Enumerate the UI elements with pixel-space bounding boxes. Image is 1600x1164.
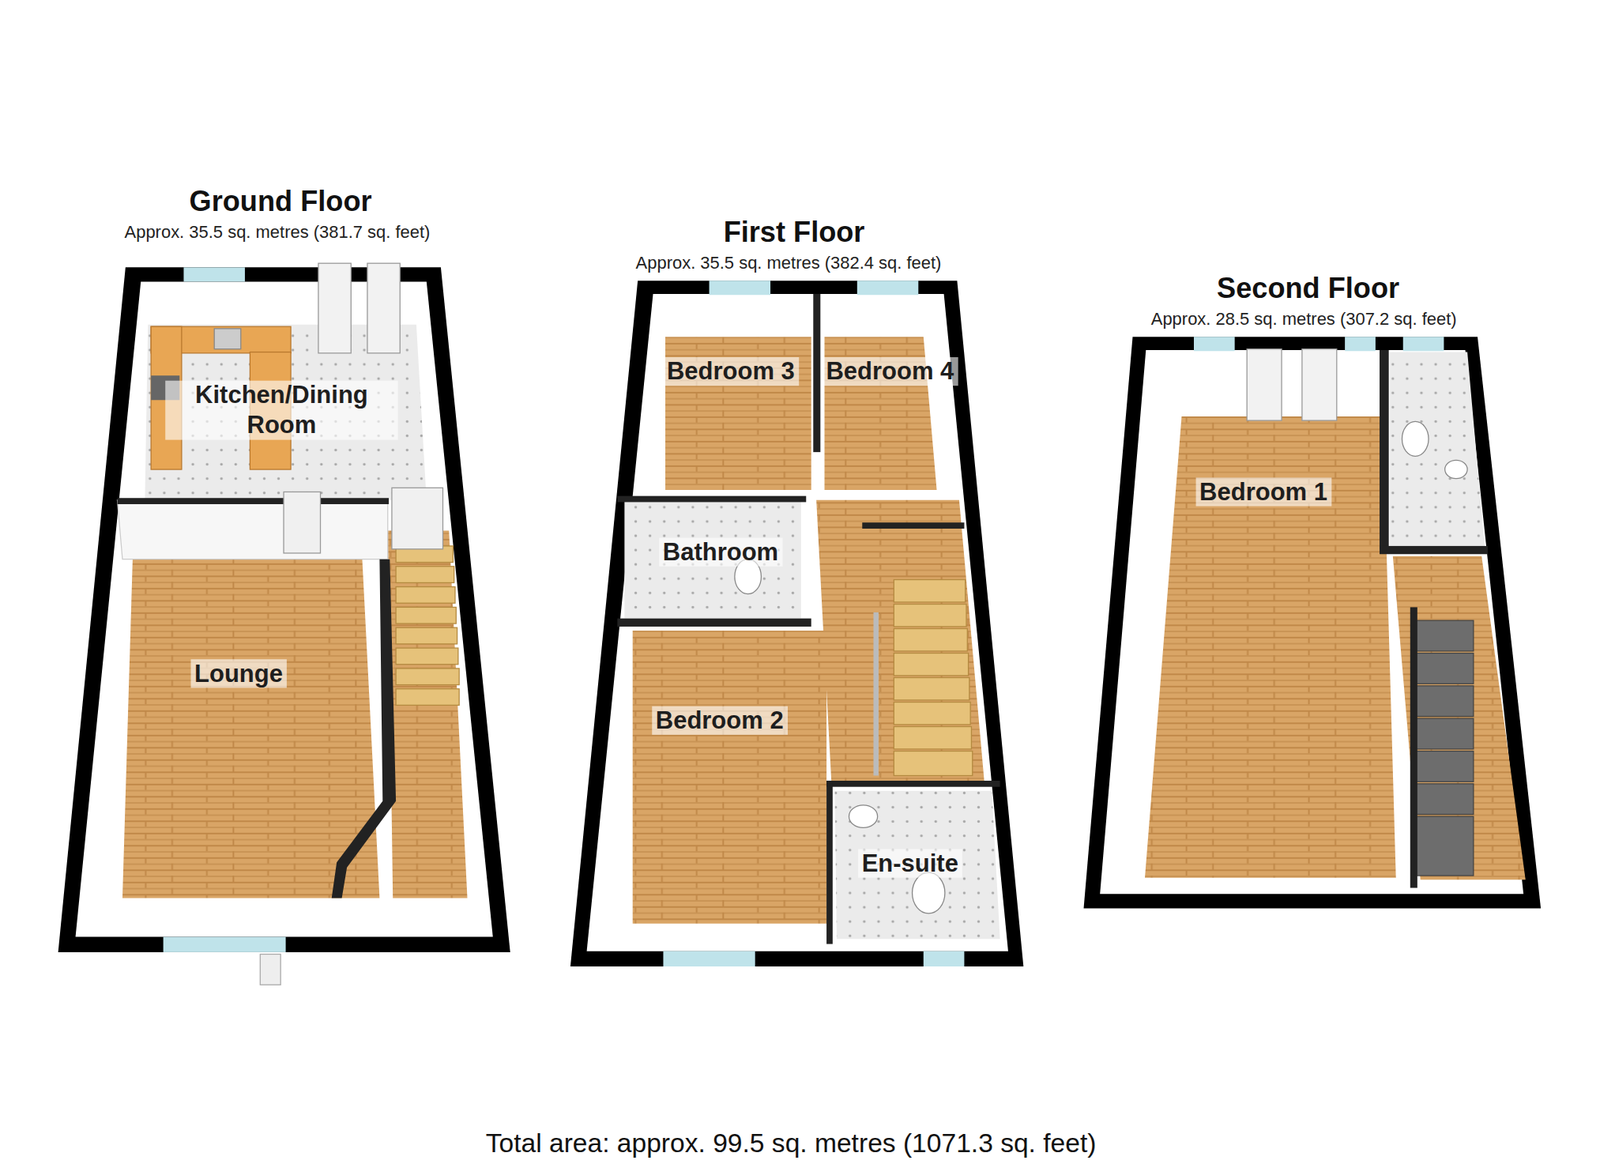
room-name: Lounge bbox=[194, 658, 283, 689]
room-name: Bedroom 2 bbox=[655, 705, 784, 735]
room-name: Bedroom 1 bbox=[1199, 477, 1328, 507]
floor-plan: Second FloorApprox. 28.5 sq. metres (307… bbox=[1076, 268, 1546, 914]
floor-title: Ground Floor bbox=[189, 185, 373, 219]
room-label: Lounge bbox=[190, 658, 287, 689]
room-name: Bedroom 4 bbox=[825, 356, 954, 386]
room-label: Kitchen/Dining Room bbox=[165, 380, 398, 440]
room-name: Bathroom bbox=[662, 537, 779, 567]
room-label: Bathroom bbox=[658, 537, 784, 567]
room-name: Bedroom 3 bbox=[666, 356, 795, 386]
floor-area: Approx. 35.5 sq. metres (382.4 sq. feet) bbox=[636, 252, 942, 274]
floor-plan: First FloorApprox. 35.5 sq. metres (382.… bbox=[566, 212, 1028, 973]
room-label: Bedroom 1 bbox=[1195, 477, 1332, 507]
room-name: En-suite bbox=[862, 848, 959, 878]
floor-title: Second Floor bbox=[1216, 272, 1400, 305]
room-name: Kitchen/Dining Room bbox=[169, 380, 394, 440]
floor-area: Approx. 35.5 sq. metres (381.7 sq. feet) bbox=[124, 222, 431, 244]
floor-area: Approx. 28.5 sq. metres (307.2 sq. feet) bbox=[1151, 308, 1457, 330]
room-label: Bedroom 4 bbox=[821, 356, 958, 386]
total-area-caption: Total area: approx. 99.5 sq. metres (107… bbox=[485, 1126, 1097, 1159]
floor-title: First Floor bbox=[723, 216, 866, 249]
room-label: Bedroom 2 bbox=[651, 705, 788, 735]
room-label: Bedroom 3 bbox=[662, 356, 799, 386]
floor-plan: Ground FloorApprox. 35.5 sq. metres (381… bbox=[51, 181, 521, 963]
room-label: En-suite bbox=[857, 848, 963, 878]
